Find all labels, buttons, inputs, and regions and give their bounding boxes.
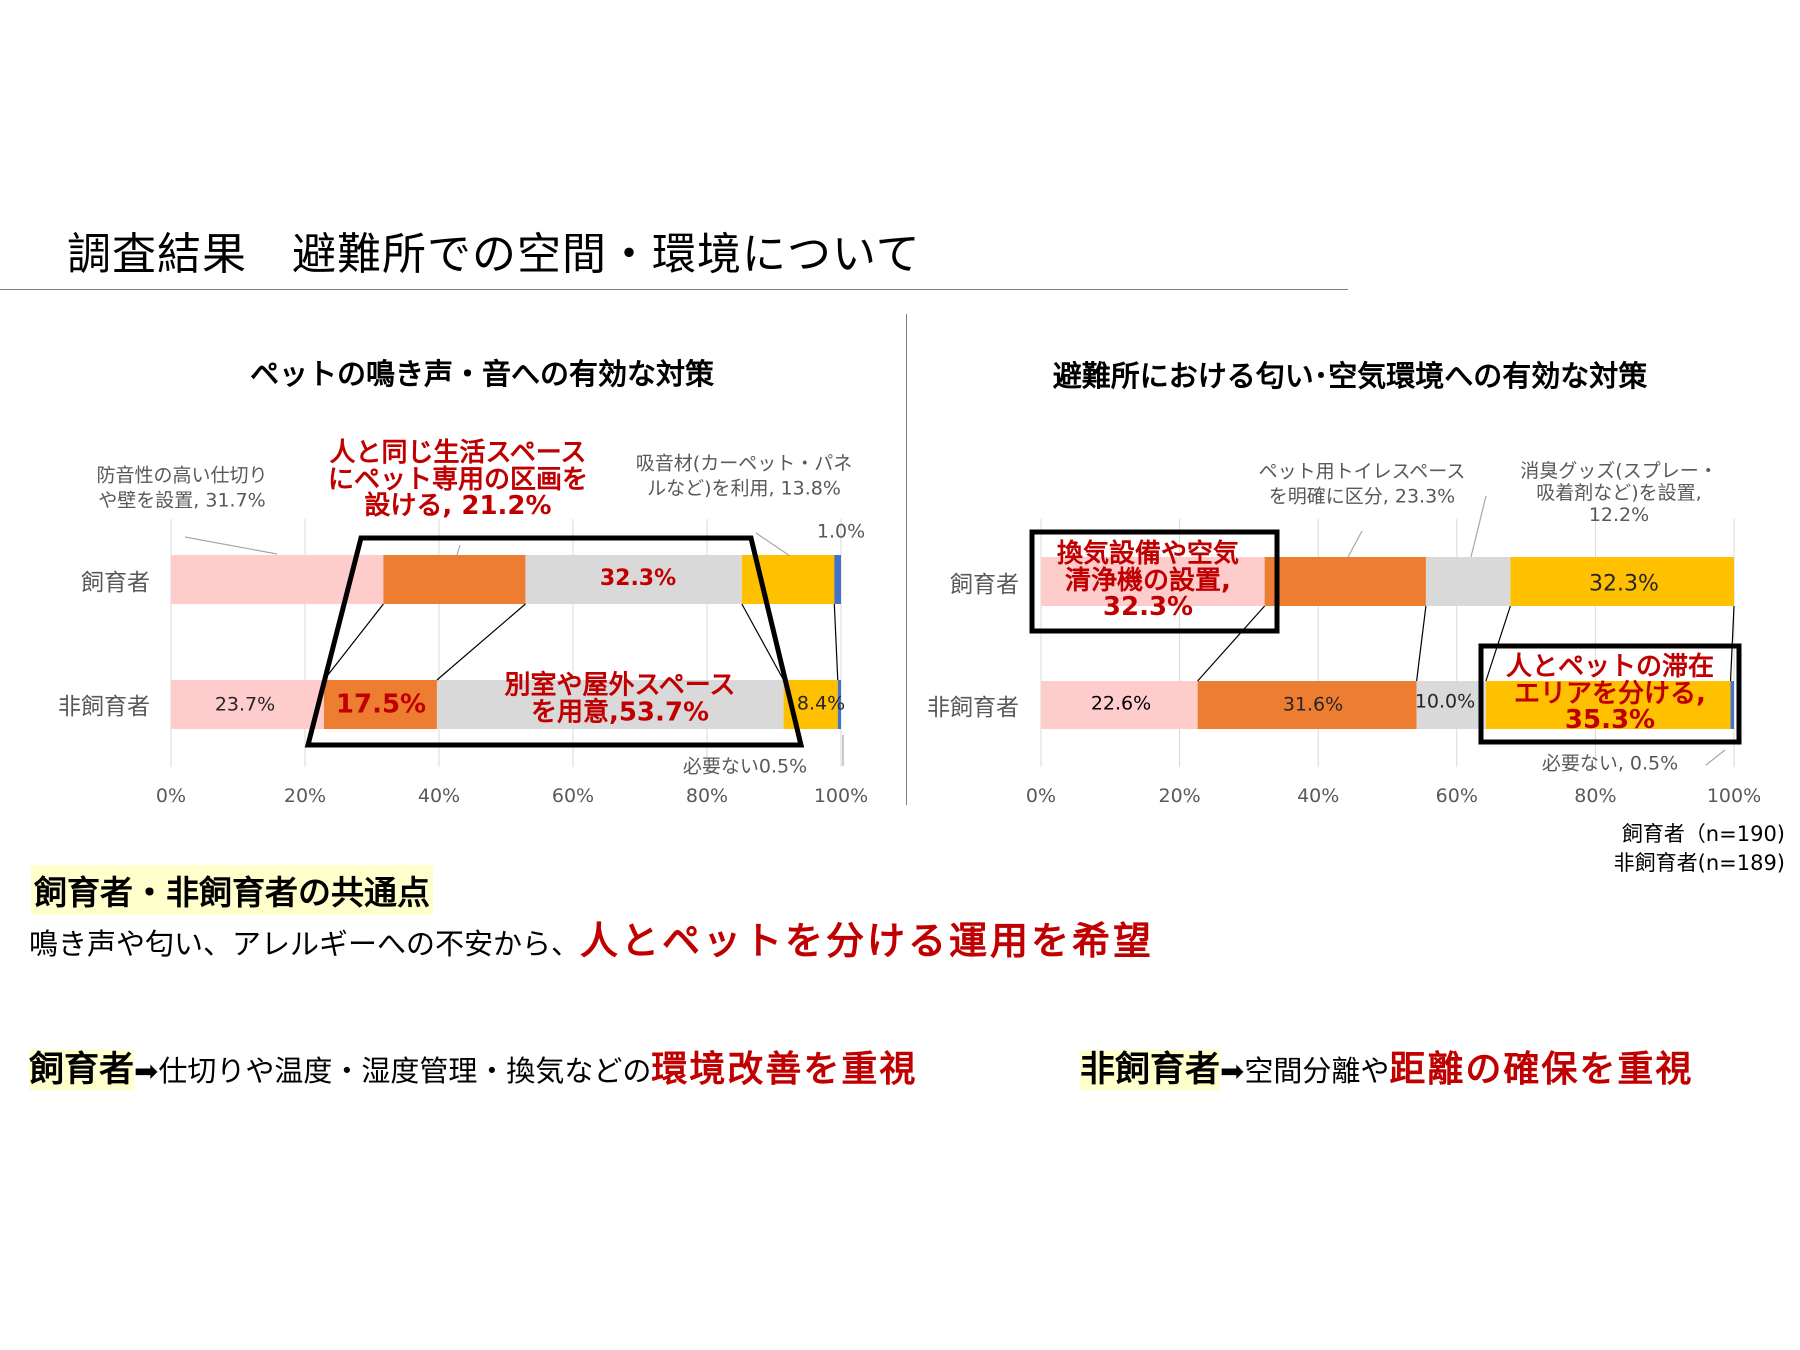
left-bar-segment <box>323 680 437 729</box>
right-label-owner-gray: 消臭グッズ(スプレー・吸着剤など)を設置,12.2% <box>1520 460 1718 526</box>
left-x-tick-label: 100% <box>813 785 869 807</box>
left-bar-segment <box>834 555 841 604</box>
right-chart-title: 避難所における匂い･空気環境への有効な対策 <box>1052 359 1648 393</box>
right-bar-segment <box>1041 681 1198 729</box>
right-bar-segment <box>1197 681 1417 729</box>
left-series-line <box>741 603 785 681</box>
title-rule <box>0 289 1348 290</box>
common-line: 鳴き声や匂い、アレルギーへの不安から、人とペットを分ける運用を希望 <box>29 910 1154 965</box>
highlight-trapezoid <box>304 535 805 748</box>
arrow-icon: ➡ <box>1220 1054 1245 1088</box>
right-x-tick-label: 100% <box>1706 785 1762 807</box>
leader-line <box>1470 495 1487 558</box>
left-bar-segment <box>525 555 742 604</box>
owner-line: 飼育者➡仕切りや温度・湿度管理・換気などの環境改善を重視 <box>29 1040 917 1092</box>
chart-divider <box>906 314 907 805</box>
right-series-line <box>1416 605 1427 682</box>
left-label-non-gray: 別室や屋外スペースを用意,53.7% <box>504 670 736 727</box>
page-title: 調査結果 避難所での空間・環境について <box>67 229 921 280</box>
right-label-non-orange: 31.6% <box>1282 693 1344 716</box>
left-label-non-pink: 23.7% <box>214 693 276 716</box>
non-owner-line: 非飼育者➡空間分離や距離の確保を重視 <box>1080 1040 1693 1092</box>
right-label-owner-yellow: 32.3% <box>1589 571 1659 597</box>
right-series-line <box>1197 605 1266 682</box>
left-series-line <box>833 603 839 681</box>
right-category-non-owner: 非飼育者 <box>927 695 1019 721</box>
highlight-box <box>1029 529 1280 634</box>
owner-label: 飼育者 <box>29 1050 135 1090</box>
right-label-owner-pink: 換気設備や空気清浄機の設置,32.3% <box>1056 539 1240 623</box>
right-label-non-yellow: 人とペットの滞在エリアを分ける,35.3% <box>1505 652 1715 736</box>
leader-line <box>1705 749 1726 766</box>
arrow-icon: ➡ <box>134 1054 159 1088</box>
left-x-tick-label: 20% <box>283 785 327 807</box>
right-bar-segment <box>1416 681 1486 729</box>
right-x-tick-label: 80% <box>1574 785 1617 807</box>
left-x-tick-label: 80% <box>685 785 729 807</box>
owner-emphasis: 環境改善を重視 <box>651 1049 918 1090</box>
right-label-owner-orange: ペット用トイレスペースを明確に区分, 23.3% <box>1258 460 1466 507</box>
common-text: 鳴き声や匂い、アレルギーへの不安から、 <box>29 927 581 961</box>
common-emphasis: 人とペットを分ける運用を希望 <box>580 919 1155 963</box>
left-label-owner-blue: 1.0% <box>816 520 866 543</box>
right-x-tick-label: 60% <box>1435 785 1478 807</box>
right-bar-segment <box>1510 557 1734 606</box>
non-owner-text: 空間分離や <box>1244 1054 1390 1088</box>
right-bar-segment <box>1730 681 1734 729</box>
left-label-non-orange: 17.5% <box>335 689 427 720</box>
right-label-non-pink: 22.6% <box>1090 692 1152 715</box>
owner-text: 仕切りや温度・湿度管理・換気などの <box>158 1054 652 1088</box>
left-bar-segment <box>837 680 841 729</box>
right-label-non-gray: 10.0% <box>1414 690 1476 713</box>
leader-line <box>456 544 461 556</box>
left-label-owner-pink: 防音性の高い仕切りや壁を設置, 31.7% <box>96 464 268 511</box>
left-x-tick-label: 60% <box>551 785 595 807</box>
right-bar-segment <box>1485 681 1731 729</box>
common-heading: 飼育者・非飼育者の共通点 <box>31 865 433 915</box>
leader-line <box>755 532 791 557</box>
left-label-owner-gray: 32.3% <box>599 565 677 591</box>
sample-size-note: 飼育者（n=190) 非飼育者(n=189) <box>1613 822 1785 875</box>
left-bar-segment <box>383 555 526 604</box>
non-owner-emphasis: 距離の確保を重視 <box>1389 1049 1694 1090</box>
left-chart-title: ペットの鳴き声・音への有効な対策 <box>249 357 715 391</box>
left-label-owner-orange: 人と同じ生活スペースにペット専用の区画を設ける, 21.2% <box>327 438 589 522</box>
left-series-line <box>323 603 384 681</box>
left-x-tick-label: 0% <box>155 785 187 807</box>
left-bar-segment <box>171 680 324 729</box>
left-label-non-blue: 必要ない0.5% <box>682 755 808 778</box>
highlight-box <box>1478 643 1742 745</box>
left-label-owner-yellow: 吸音材(カーペット・パネルなど)を利用, 13.8% <box>635 452 853 499</box>
right-bar-segment <box>1041 557 1265 606</box>
right-x-tick-label: 40% <box>1297 785 1340 807</box>
non-owner-label: 非飼育者 <box>1080 1050 1221 1090</box>
right-x-tick-label: 20% <box>1158 785 1201 807</box>
leader-line <box>184 536 278 555</box>
right-bar-segment <box>1264 557 1426 606</box>
left-bar-segment <box>436 680 784 729</box>
right-category-owner: 飼育者 <box>950 572 1019 598</box>
left-category-non-owner: 非飼育者 <box>58 694 150 720</box>
right-x-tick-label: 0% <box>1025 785 1057 807</box>
left-x-tick-label: 40% <box>417 785 461 807</box>
right-bar-segment <box>1425 557 1511 606</box>
left-label-non-yellow: 8.4% <box>796 692 846 715</box>
right-label-non-blue: 必要ない, 0.5% <box>1541 752 1679 775</box>
leader-line <box>1347 530 1363 558</box>
left-category-owner: 飼育者 <box>81 570 150 596</box>
left-series-line <box>436 603 526 681</box>
